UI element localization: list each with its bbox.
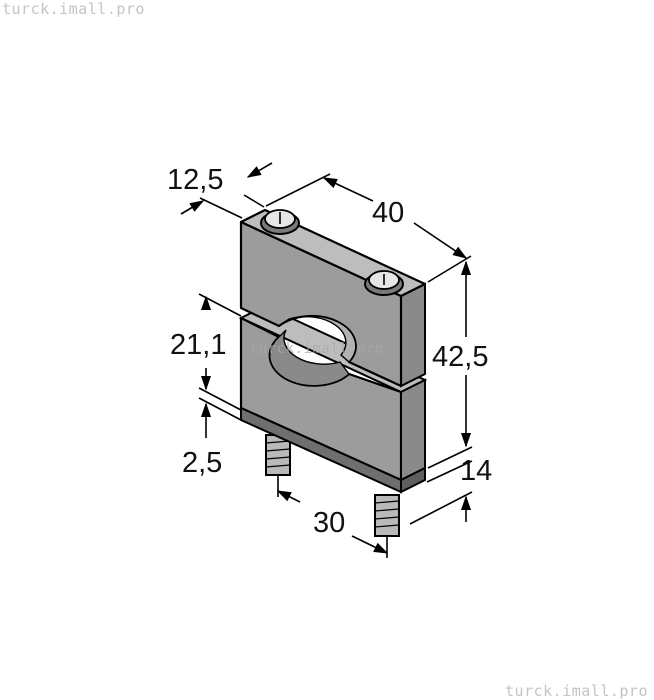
threaded-stud-icon — [265, 434, 291, 476]
stud-spacing-label: 30 — [313, 507, 345, 539]
depth-label: 12,5 — [167, 164, 223, 196]
screw-head-icon — [364, 270, 404, 296]
pad-thickness-label: 2,5 — [182, 447, 222, 479]
height-label: 42,5 — [432, 341, 488, 373]
clamp-lower-half — [238, 304, 428, 494]
watermark-top: turck.imall.pro — [2, 0, 145, 18]
bore-offset-label: 21,1 — [170, 329, 226, 361]
width-label: 40 — [372, 197, 404, 229]
watermark-bottom: turck.imall.pro — [505, 682, 648, 700]
watermark-center: turck.imall.pro — [250, 341, 384, 357]
screw-head-icon — [260, 209, 300, 235]
threaded-stud-icon — [374, 494, 400, 537]
dimension-lines — [180, 162, 473, 558]
base-height-label: 14 — [460, 455, 492, 487]
